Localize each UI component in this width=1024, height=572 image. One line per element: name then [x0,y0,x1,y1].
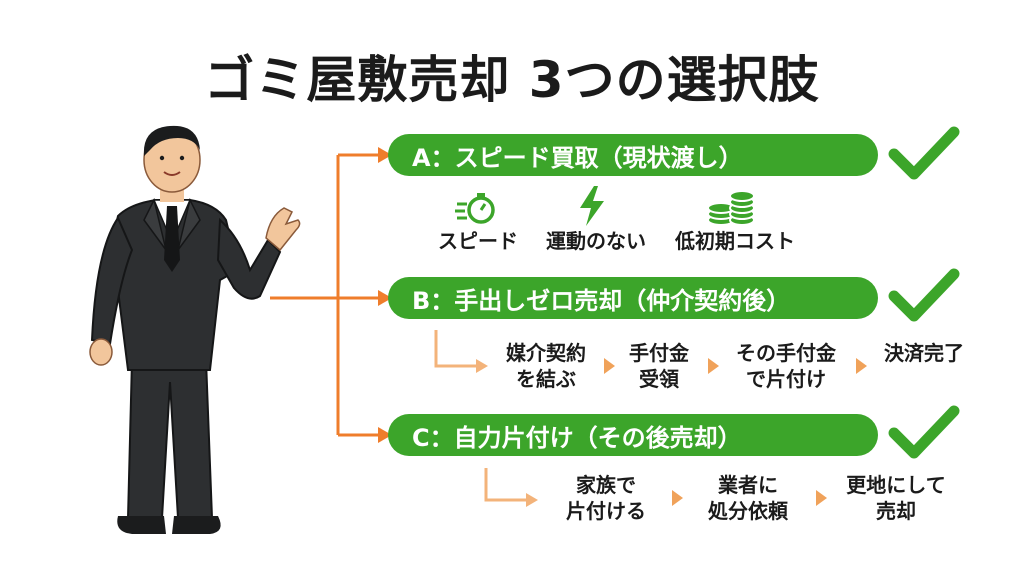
process-step: 媒介契約 を結ぶ [494,340,598,392]
step-line: 売却 [876,499,916,523]
option-a-label: A：スピード買取（現状渡し） [412,143,743,172]
step-line: 決済完了 [884,341,964,365]
step-line: 業者に [718,473,778,497]
page-title: ゴミ屋敷売却 3つの選択肢 [204,51,820,109]
feature-label: 運動のない [546,229,646,253]
feature-label: スピード [438,229,518,253]
step-line: 片付ける [566,499,646,523]
process-step: 手付金 受領 [618,340,700,392]
step-arrow [604,358,615,374]
lightning-icon [580,186,604,226]
check-icon [888,268,960,322]
feature-label: 低初期コスト [675,229,795,253]
option-c-bar: C：自力片付け（その後売却） [388,414,878,456]
option-b-label: B：手出しゼロ売却（仲介契約後） [412,286,791,315]
step-line: 手付金 [629,341,689,365]
step-line: で片付け [746,367,826,391]
coin-stack-icon [707,190,755,226]
process-step: 決済完了 [872,340,976,366]
process-step: 家族で 片付ける [548,472,664,524]
process-step: 業者に 処分依頼 [690,472,806,524]
option-b-bar: B：手出しゼロ売却（仲介契約後） [388,277,878,319]
option-c-label: C：自力片付け（その後売却） [412,423,742,452]
businessman-illustration [89,125,301,534]
step-line: を結ぶ [516,367,576,391]
step-arrow [816,490,827,506]
process-step: その手付金 で片付け [724,340,848,392]
check-icon [888,126,960,180]
step-line: 媒介契約 [506,341,586,365]
step-line: 家族で [576,473,636,497]
step-arrow [708,358,719,374]
check-icon [888,405,960,459]
step-line: 更地にして [846,473,946,497]
process-step: 更地にして 売却 [834,472,958,524]
step-arrow [672,490,683,506]
step-line: その手付金 [736,341,836,365]
step-line: 受領 [639,367,679,391]
step-arrow [856,358,867,374]
option-a-bar: A：スピード買取（現状渡し） [388,134,878,176]
stopwatch-icon [455,193,495,224]
step-line: 処分依頼 [708,499,788,523]
